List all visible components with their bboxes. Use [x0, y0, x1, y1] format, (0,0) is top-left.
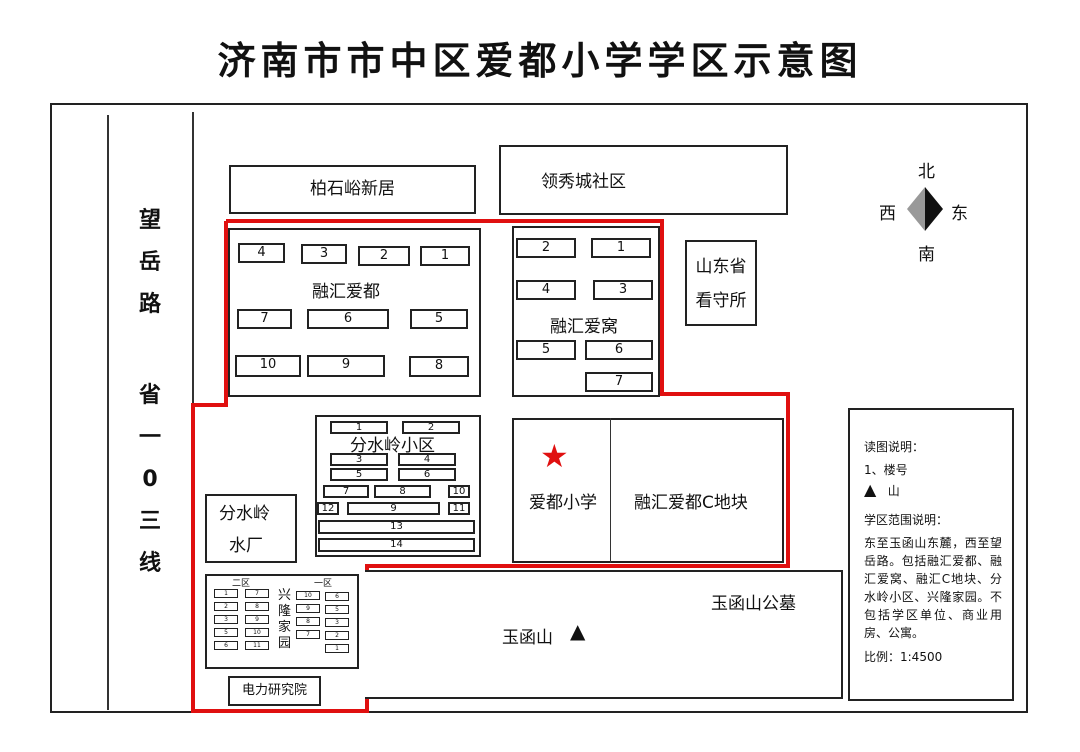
building: 1: [330, 421, 388, 434]
building: 6: [398, 468, 456, 481]
compass-icon: [907, 187, 943, 231]
building: 9: [296, 604, 320, 613]
mountain-icon: ▲: [570, 619, 586, 643]
mountain-icon: ▲: [864, 480, 877, 499]
divider: [610, 418, 611, 563]
building: 1: [591, 238, 651, 258]
map-frame: [50, 103, 1028, 713]
building: 5: [410, 309, 468, 329]
compass-south: 南: [918, 245, 935, 265]
building: 1: [325, 644, 349, 653]
building: 6: [214, 641, 238, 650]
building: 11: [448, 502, 470, 515]
label-ronghui-aiwo: 融汇爱窝: [550, 317, 618, 337]
compass-west: 西: [879, 204, 896, 224]
building: 2: [358, 246, 410, 266]
area-yuhanshan-cemetery: [365, 570, 843, 699]
building: 3: [593, 280, 653, 300]
building: 1: [420, 246, 470, 266]
label-xinglong: 兴隆家园: [278, 588, 292, 651]
map-title: 济南市市中区爱都小学学区示意图: [217, 39, 863, 83]
detention-line1: 山东省: [695, 257, 747, 277]
building: 4: [238, 243, 285, 263]
legend-scope-text: 东至玉函山东麓，西至望岳路。包括融汇爱都、融汇爱窝、融汇C地块、分水岭小区、兴隆…: [864, 536, 1002, 640]
legend-scale: 比例：1:4500: [864, 650, 943, 664]
waterworks-line1: 分水岭: [219, 504, 270, 524]
label-zone2: 二区: [232, 579, 251, 589]
compass-east: 东: [951, 204, 968, 224]
building: 9: [245, 615, 269, 624]
label-fenshuiling: 分水岭小区: [350, 436, 435, 456]
building: 2: [214, 602, 238, 611]
area-lingxiu: 领秀城社区: [499, 145, 788, 215]
road-wangyue: 望岳路: [138, 208, 161, 317]
building: 12: [317, 502, 339, 515]
building: 8: [245, 602, 269, 611]
legend-panel: 读图说明： 1、楼号 ▲ 山 学区范围说明： 东至玉函山东麓，西至望岳路。包括融…: [848, 408, 1014, 701]
legend-mountain-label: 山: [887, 484, 900, 498]
building: 8: [409, 356, 469, 377]
building: 14: [318, 538, 475, 552]
area-power-institute: 电力研究院: [228, 676, 321, 706]
building: 5: [214, 628, 238, 637]
detention-line2: 看守所: [695, 291, 747, 311]
building: 2: [325, 631, 349, 640]
building: 9: [307, 355, 385, 377]
road-line: [107, 115, 109, 710]
building: 1: [214, 589, 238, 598]
area-detention-center: 山东省 看守所: [685, 240, 757, 326]
label-school: 爱都小学: [529, 493, 597, 513]
building: 10: [448, 485, 470, 498]
legend-item-mountain: ▲ 山: [864, 480, 1002, 501]
building: 3: [330, 453, 388, 466]
compass-north: 北: [918, 162, 935, 182]
label-mountain: 玉函山: [502, 628, 553, 648]
building: 11: [245, 641, 269, 650]
building: 5: [516, 340, 576, 360]
building: 8: [296, 617, 320, 626]
building: 2: [402, 421, 460, 434]
building: 9: [347, 502, 440, 515]
building: 5: [325, 605, 349, 614]
building: 8: [374, 485, 431, 498]
area-waterworks: 分水岭 水厂: [205, 494, 297, 563]
building: 10: [245, 628, 269, 637]
building: 2: [516, 238, 576, 258]
building: 6: [325, 592, 349, 601]
label-ronghui-aidu: 融汇爱都: [312, 282, 380, 302]
building: 10: [235, 355, 301, 377]
building: 5: [330, 468, 388, 481]
building: 7: [245, 589, 269, 598]
building: 4: [398, 453, 456, 466]
area-school-block: [512, 418, 784, 563]
building: 7: [237, 309, 292, 329]
building: 13: [318, 520, 475, 534]
legend-item-building-number: 1、楼号: [864, 463, 908, 477]
building: 6: [307, 309, 389, 329]
area-baishiyu: 柏石峪新居: [229, 165, 476, 214]
building: 10: [296, 591, 320, 600]
building: 7: [585, 372, 653, 392]
road-s103: 省一0三线: [138, 383, 161, 576]
label-zone1: 一区: [314, 579, 333, 589]
building: 3: [325, 618, 349, 627]
building: 3: [301, 244, 347, 264]
building: 3: [214, 615, 238, 624]
waterworks-line2: 水厂: [229, 536, 263, 556]
building: 7: [323, 485, 369, 498]
label-cemetery: 玉函山公墓: [711, 594, 796, 614]
legend-heading: 读图说明：: [864, 440, 925, 454]
school-star-icon: ★: [540, 437, 569, 475]
label-c-block: 融汇爱都C地块: [634, 493, 748, 513]
building: 4: [516, 280, 576, 300]
legend-scope-heading: 学区范围说明：: [864, 513, 949, 527]
building: 6: [585, 340, 653, 360]
building: 7: [296, 630, 320, 639]
